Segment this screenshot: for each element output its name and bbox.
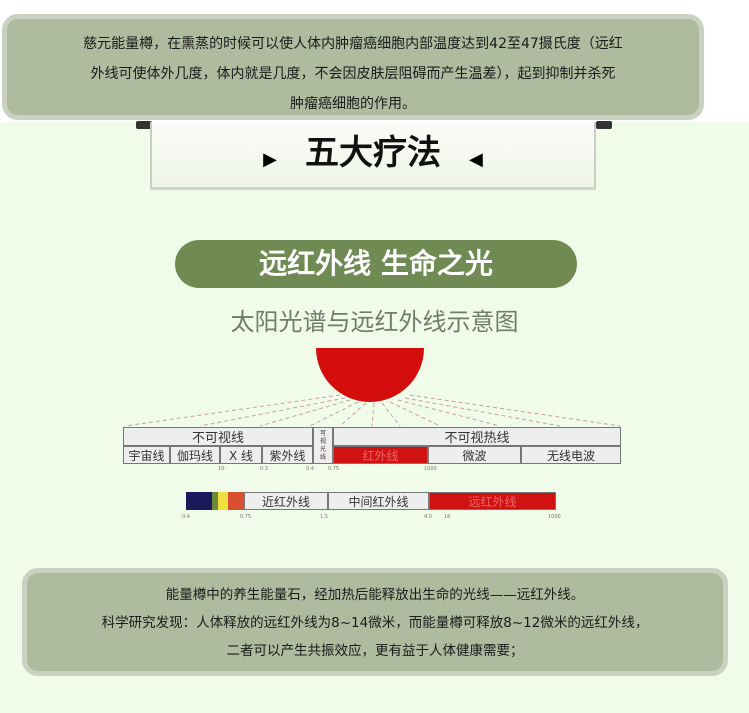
spectrum-cell: 宇宙线 (123, 446, 170, 464)
tick-label: 1.5 (320, 514, 328, 520)
footer-line: 能量樽中的养生能量石，经加热后能释放出生命的光线——远红外线。 (165, 587, 585, 603)
tick-label: 0.4 (306, 466, 314, 472)
color-band-red (228, 492, 244, 510)
tick-label: 0.3 (260, 466, 268, 472)
invisible-rays-header: 不可视线 (123, 427, 313, 446)
banner-peg (596, 121, 612, 129)
tick-label: 16 (444, 514, 451, 520)
invisible-heat-header: 不可视热线 (333, 427, 621, 446)
spectrum-cell: 微波 (428, 446, 521, 464)
footer-line: 二者可以产生共振效应，更有益于人体健康需要； (226, 643, 524, 659)
color-band-green (212, 492, 218, 510)
spectrum-cell: 紫外线 (262, 446, 313, 464)
footer-box: 能量樽中的养生能量石，经加热后能释放出生命的光线——远红外线。 科学研究发现：人… (22, 568, 728, 676)
far-infrared-band: 远红外线 (429, 492, 556, 510)
spectrum-cell: X 线 (220, 446, 262, 464)
tick-label: 1000 (424, 466, 437, 472)
near-infrared-band: 近红外线 (244, 492, 328, 510)
tick-label: 1000 (548, 514, 561, 520)
banner-title: 五大疗法 (305, 133, 441, 173)
left-arrow-icon: ◀ (469, 149, 483, 170)
tick-label: 4.0 (424, 514, 432, 520)
section-banner: ▶ 五大疗法 ◀ (150, 122, 596, 190)
diagram-title: 太阳光谱与远红外线示意图 (230, 308, 519, 336)
tick-label: 0.4 (182, 514, 190, 520)
tick-label: 0.75 (328, 466, 340, 472)
spectrum-cell: 无线电波 (521, 446, 621, 464)
color-band-yellow (218, 492, 228, 510)
banner-peg (136, 121, 152, 129)
intro-line: 慈元能量樽，在熏蒸的时候可以使人体内肿瘤癌细胞内部温度达到42至47摄氏度（远红 (83, 36, 623, 52)
mid-infrared-band: 中间红外线 (328, 492, 429, 510)
intro-line: 外线可使体外几度，体内就是几度，不会因皮肤层阻碍而产生温差），起到抑制并杀死 (90, 66, 616, 82)
color-band-blue (186, 492, 212, 510)
intro-line: 肿瘤癌细胞的作用。 (290, 96, 416, 112)
tick-label: 0.75 (240, 514, 252, 520)
intro-box: 慈元能量樽，在熏蒸的时候可以使人体内肿瘤癌细胞内部温度达到42至47摄氏度（远红… (2, 14, 704, 120)
right-arrow-icon: ▶ (263, 149, 277, 170)
tick-label: 10⁻ (218, 466, 228, 472)
section-pill: 远红外线 生命之光 (175, 240, 577, 288)
footer-line: 科学研究发现：人体释放的远红外线为8~14微米，而能量樽可释放8~12微米的远红… (101, 615, 649, 631)
spectrum-cell: 伽玛线 (170, 446, 220, 464)
visible-light-cell: 可视光线 (313, 427, 333, 464)
spectrum-cell-infrared: 红外线 (333, 446, 428, 464)
